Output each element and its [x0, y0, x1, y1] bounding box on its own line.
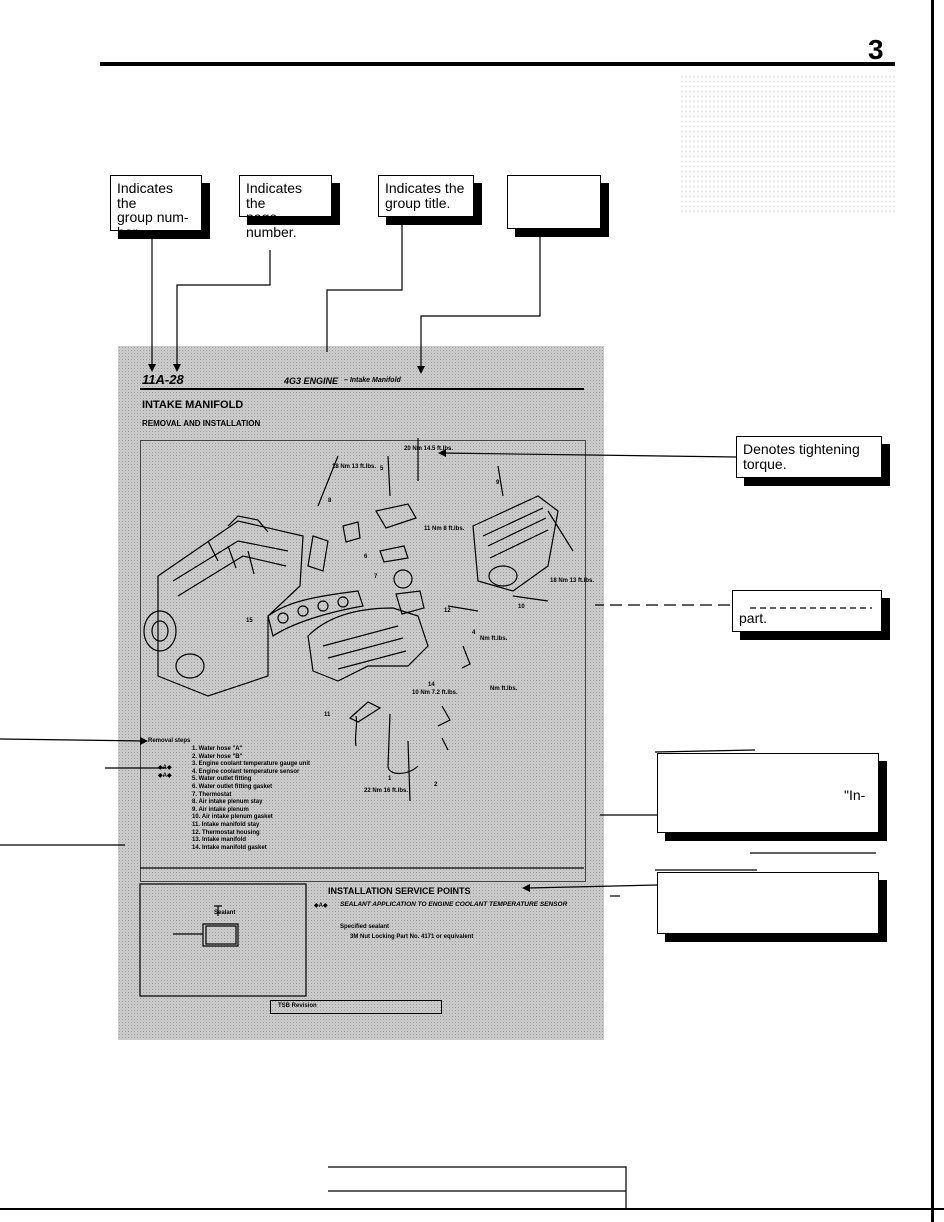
removal-step: 3. Engine coolant temperature gauge unit	[192, 761, 311, 768]
part-number-label: 1	[388, 776, 392, 782]
callout-empty	[507, 175, 601, 229]
part-number-label: 4	[472, 630, 476, 636]
specified-sealant-value: 3M Nut Locking Part No. 4171 or equivale…	[350, 934, 474, 940]
torque-label: 20 Nm 14.5 ft.lbs.	[404, 446, 454, 452]
page-edge-line	[931, 0, 934, 1222]
manual-page-figure: 11A-28 4G3 ENGINE – Intake Manifold INTA…	[118, 346, 604, 1040]
exploded-view-drawing	[139, 438, 584, 997]
intake-manifold-outline	[307, 607, 429, 682]
step-marker: ◆A◆	[158, 773, 172, 779]
removal-step: 4. Engine coolant temperature sensor	[192, 768, 300, 775]
removal-steps-label: Removal steps	[148, 738, 191, 744]
removal-step: 11. Intake manifold stay	[192, 821, 260, 828]
service-marker: ◆A◆	[314, 903, 328, 909]
removal-step: 6. Water outlet fitting gasket	[192, 783, 273, 790]
torque-label: 11 Nm 8 ft.lbs.	[424, 526, 465, 532]
removal-step: 7. Thermostat	[192, 791, 232, 798]
manual-section-subtitle: REMOVAL AND INSTALLATION	[142, 419, 261, 428]
part-number-label: 14	[428, 682, 435, 688]
torque-label: 22 Nm 16 ft.lbs.	[364, 788, 409, 794]
manual-header-subtitle: – Intake Manifold	[344, 377, 401, 384]
removal-step: 9. Air intake plenum	[192, 806, 249, 813]
callout-text: page number.	[246, 209, 297, 241]
part-number-label: 9	[496, 480, 500, 486]
part-number-label: 8	[328, 498, 332, 504]
header-rule	[100, 62, 895, 66]
part-number-label: 2	[434, 782, 438, 788]
page-number: 3	[868, 34, 884, 65]
callout-text: torque.	[743, 455, 787, 472]
callout-part: part.	[732, 590, 882, 632]
manual-header-title: 4G3 ENGINE	[284, 376, 339, 386]
callout-box-4	[657, 872, 879, 934]
removal-step: 8. Air intake plenum stay	[192, 799, 263, 806]
manual-header-rule	[140, 388, 584, 390]
part-number-label: 7	[374, 574, 378, 580]
callout-text: ber.	[117, 224, 141, 241]
removal-step: 14. Intake manifold gasket	[192, 844, 267, 851]
removal-step: 12. Thermostat housing	[192, 829, 260, 836]
revision-label: TSB Revision	[278, 1003, 317, 1009]
callout-box-3: "In-	[657, 753, 879, 833]
part-number-label: 11	[324, 712, 331, 718]
callout-text: part.	[739, 610, 768, 626]
torque-label: Nm ft.lbs.	[490, 686, 518, 692]
manual-section-title: INTAKE MANIFOLD	[142, 399, 244, 411]
callout-text: Denotes tightening	[743, 441, 860, 457]
torque-label: 18 Nm 13 ft.lbs.	[332, 464, 377, 470]
service-points-title: INSTALLATION SERVICE POINTS	[328, 886, 471, 896]
diagram-frame	[140, 440, 586, 882]
faded-scan-text	[680, 74, 895, 214]
callout-page-number: Indicates the page number.	[239, 175, 332, 240]
part-number-label: 6	[364, 554, 368, 560]
callout-text: Indicates the	[246, 180, 303, 211]
torque-label: 18 Nm 13 ft.lbs.	[550, 578, 595, 584]
part-number-label: 12	[444, 608, 451, 614]
removal-step: 10. Air intake plenum gasket	[192, 814, 273, 821]
manual-page-code: 11A-28	[142, 372, 184, 387]
removal-step: 5. Water outlet fitting	[192, 776, 252, 783]
callout-text: group num-	[117, 209, 189, 226]
torque-label: 10 Nm 7.2 ft.lbs.	[412, 690, 458, 696]
callout-group-number: Indicates the group num- ber.	[110, 175, 202, 239]
service-item: SEALANT APPLICATION TO ENGINE COOLANT TE…	[340, 901, 568, 908]
torque-label: Nm ft.lbs.	[480, 636, 508, 642]
removal-step: 13. Intake manifold	[192, 837, 247, 844]
removal-step: 1. Water hose "A"	[192, 746, 243, 752]
part-number-label: 10	[518, 604, 525, 610]
part-number-label: 15	[246, 618, 253, 624]
removal-steps-list: 1. Water hose "A" 2. Water hose "B" 3. E…	[192, 746, 310, 852]
callout-text: Indicates the	[117, 180, 174, 211]
plenum-outline	[472, 495, 559, 592]
callout-text: group title.	[385, 194, 451, 211]
removal-step: 2. Water hose "B"	[192, 753, 243, 760]
callout-group-title: Indicates the group title.	[378, 175, 474, 217]
callout-text: Indicates the	[385, 180, 465, 196]
revision-box	[270, 1000, 442, 1014]
specified-sealant-label: Specified sealant	[340, 924, 390, 930]
part-number-label: 5	[380, 466, 384, 472]
sealant-label: Sealant	[214, 910, 236, 916]
footer-rule	[0, 1208, 944, 1210]
callout-text: "In-	[844, 787, 866, 803]
callout-tightening-torque: Denotes tightening torque.	[736, 436, 882, 478]
